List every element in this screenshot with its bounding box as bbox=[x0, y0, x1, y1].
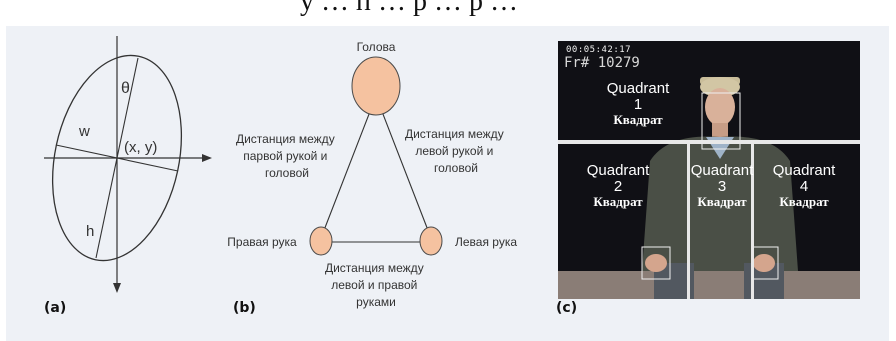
h-label: h bbox=[86, 223, 94, 240]
w-label: w bbox=[78, 123, 90, 140]
jacket bbox=[642, 136, 798, 271]
quadrant-4-label: Quadrant 4 Квадрат bbox=[772, 162, 836, 209]
video-frame: 00:05:42:17 Fr# 10279 Quadrant 1 Квадрат… bbox=[558, 41, 860, 299]
panel-b-tag: (b) bbox=[233, 300, 256, 316]
panel-c-tag: (c) bbox=[556, 300, 577, 316]
cap-crown bbox=[700, 77, 740, 97]
frame-number: Fr# 10279 bbox=[564, 55, 640, 71]
quadrant-3-label: Quadrant 3 Квадрат bbox=[690, 162, 754, 209]
dist-left-head-label: Дистанция между левой рукой и головой bbox=[405, 127, 507, 175]
cropped-heading: у … п … р … р … bbox=[0, 0, 896, 24]
left-hand bbox=[753, 254, 775, 272]
panel-a-tag: (a) bbox=[44, 300, 66, 316]
right-hand-bbox bbox=[641, 246, 671, 280]
dist-right-head-label: Дистанция между парвой рукой и головой bbox=[236, 132, 338, 180]
face bbox=[705, 88, 735, 126]
dist-hands-label: Дистанция между левой и правой руками bbox=[325, 261, 427, 309]
quadrant-2-label: Quadrant 2 Квадрат bbox=[586, 162, 650, 209]
neck bbox=[712, 123, 728, 137]
head-label: Голова bbox=[357, 40, 396, 54]
quadrant-1-label: Quadrant 1 Квадрат bbox=[606, 80, 670, 127]
right-hand-label: Правая рука bbox=[227, 235, 297, 249]
xy-label: (x, y) bbox=[124, 139, 157, 156]
left-hand-label: Левая рука bbox=[455, 235, 517, 249]
vertical-divider-2 bbox=[751, 144, 754, 299]
edge-head-left bbox=[380, 108, 432, 239]
theta-label: θ bbox=[121, 80, 130, 97]
timestamp: 00:05:42:17 bbox=[566, 45, 632, 55]
vertical-divider-1 bbox=[687, 144, 690, 299]
face-bbox bbox=[701, 92, 741, 150]
horizontal-divider bbox=[558, 140, 860, 144]
y-axis-arrow-icon bbox=[113, 283, 121, 293]
panel-a-diagram: θ w (x, y) h (a) bbox=[44, 36, 212, 316]
edge-head-right bbox=[320, 108, 372, 239]
head-node bbox=[351, 56, 401, 116]
left-hand-node bbox=[419, 226, 443, 256]
minor-axis bbox=[55, 144, 179, 172]
x-axis-arrow-icon bbox=[202, 154, 212, 162]
right-hand bbox=[645, 254, 667, 272]
right-hand-node bbox=[309, 226, 333, 256]
floor bbox=[558, 271, 860, 299]
panel-b-diagram: Голова Правая рука Левая рука Дистанция … bbox=[227, 40, 517, 316]
